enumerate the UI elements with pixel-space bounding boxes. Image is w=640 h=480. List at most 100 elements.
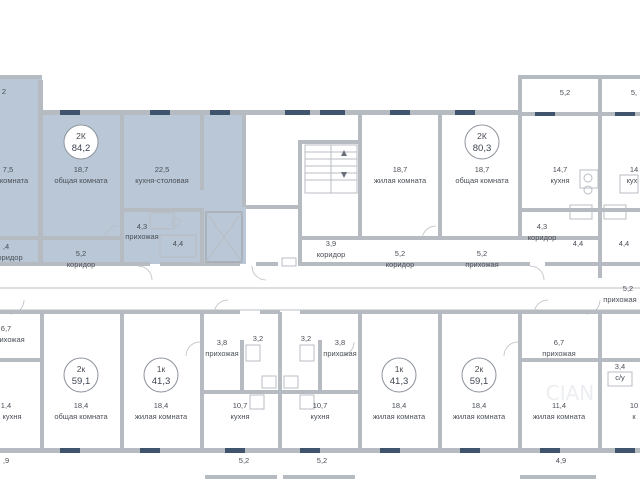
watermark: CIAN [546,381,595,405]
room-value: ,4 [3,242,9,251]
room-value: 18,4 [392,401,407,410]
room-value: 4,3 [537,222,547,231]
room-label: общая комната [455,176,509,185]
room-value: 18,4 [472,401,487,410]
room-value: 3,8 [217,338,227,347]
apartment-badge-bot-59b[interactable]: 2к 59,1 [461,357,497,393]
elevator [205,211,243,263]
room-label: кухня [550,176,569,185]
room-label: жилая комната [533,412,586,421]
room-value: 14,7 [553,165,568,174]
room-label: кухня [230,412,249,421]
room-label: коридор [386,260,415,269]
apartment-type: 2К [76,131,86,141]
top-windows [60,110,635,116]
room-label: рихожая [0,335,25,344]
room-label: коридор [67,260,96,269]
room-value: 5,2 [239,456,249,465]
highlight-fill-b [0,78,42,114]
top-wing-walls [0,75,640,278]
room-value: 11,4 [552,401,566,410]
room-value: 22,5 [155,165,170,174]
room-value: 5, [631,88,637,97]
top-doors [103,225,545,281]
apartment-area: 41,3 [390,376,409,387]
room-label: с/у [615,373,625,382]
apartment-badge-bot-41a[interactable]: 1к 41,3 [143,357,179,393]
corridor-lines [0,287,640,311]
room-label: коридор [528,233,557,242]
room-label: жилая комната [453,412,506,421]
room-labels: 2 7,5 комната ,4 оридор 18,7 общая комна… [0,87,638,465]
room-value: 2 [2,87,6,96]
room-label: общая комната [54,412,108,421]
room-label: прихожая [125,232,158,241]
room-label: кух [627,176,638,185]
room-value: 18,4 [154,401,169,410]
apartment-type: 2К [477,131,487,141]
room-value: 1,4 [1,401,11,410]
room-value: 5,2 [395,249,405,258]
room-label: комната [0,176,29,185]
staircase [304,144,358,194]
room-value: 4,3 [137,222,147,231]
room-value: ,9 [3,456,9,465]
room-value: 5,2 [317,456,327,465]
room-label: жилая комната [135,412,188,421]
room-label: кухня [2,412,21,421]
apartment-badge-bot-41b[interactable]: 1к 41,3 [381,357,417,393]
room-label: жилая комната [373,412,426,421]
apartment-area: 41,3 [152,376,171,387]
apartment-type: 2к [475,364,484,374]
bottom-wing-walls [0,310,640,479]
room-label: общая комната [54,176,108,185]
room-value: 4,4 [619,239,629,248]
top-fixtures [149,169,639,267]
room-value: 4,4 [173,239,183,248]
room-label: кухня-столовая [135,176,188,185]
room-label: прихожая [542,349,575,358]
room-value: 5,2 [560,88,570,97]
room-value: 5,2 [623,284,633,293]
apartment-type: 1к [157,364,166,374]
apartment-type: 1к [395,364,404,374]
room-value: 3,2 [301,334,311,343]
apartment-area: 59,1 [72,376,91,387]
room-value: 4,9 [556,456,566,465]
room-value: 3,8 [335,338,345,347]
room-value: 3,9 [326,239,336,248]
room-value: 10 [630,401,638,410]
room-value: 3,2 [253,334,263,343]
room-label: прихожая [603,295,636,304]
room-label: к [632,412,636,421]
room-value: 18,7 [475,165,490,174]
room-value: 6,7 [1,324,11,333]
room-value: 10,7 [233,401,248,410]
apartment-badge-bot-59a[interactable]: 2к 59,1 [63,357,99,393]
apartment-area: 80,3 [473,143,492,154]
room-value: 18,7 [74,165,89,174]
room-label: прихожая [205,349,238,358]
room-value: 7,5 [3,165,13,174]
room-label: прихожая [465,260,498,269]
room-value: 5,2 [76,249,86,258]
room-label: кухня [310,412,329,421]
room-label: коридор [317,250,346,259]
room-value: 14 [630,165,638,174]
room-value: 4,4 [573,239,583,248]
apartment-badge-top-80[interactable]: 2К 80,3 [464,124,500,160]
room-label: жилая комната [374,176,427,185]
room-value: 18,4 [74,401,89,410]
apartment-badge-top-84[interactable]: 2К 84,2 [63,124,99,160]
room-value: 3,4 [615,362,625,371]
room-value: 6,7 [554,338,564,347]
room-label: прихожая [323,349,356,358]
apartment-area: 84,2 [72,143,91,154]
bottom-windows [60,448,635,453]
room-value: 5,2 [477,249,487,258]
apartment-type: 2к [77,364,86,374]
room-value: 10,7 [313,401,328,410]
bottom-fixtures [245,344,633,410]
bottom-doors [9,299,601,357]
